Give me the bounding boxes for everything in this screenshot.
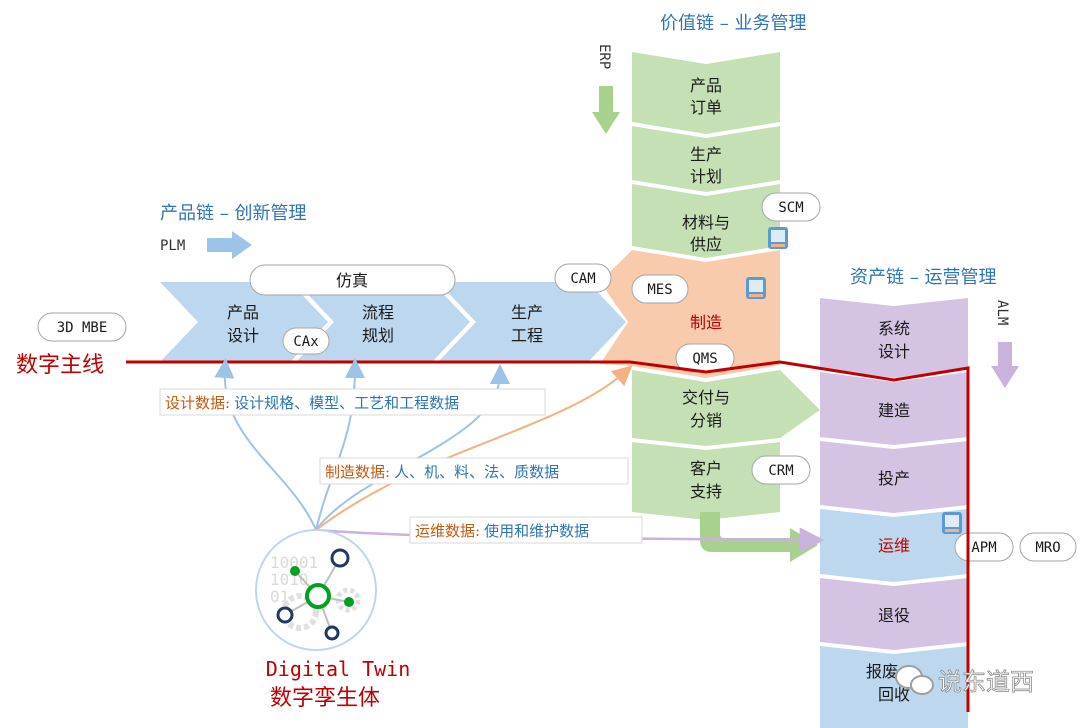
wechat-icon (895, 665, 934, 695)
operation-data-prefix: 运维数据: (415, 522, 480, 540)
digital-twin-en: Digital Twin (266, 657, 411, 681)
production-engineering-l2: 工程 (511, 326, 543, 345)
erp-label: ERP (596, 44, 612, 69)
asset-operate-label: 运维 (878, 536, 910, 555)
digital-thread-label: 数字主线 (16, 353, 104, 378)
operation-data-box (409, 516, 643, 544)
design-data-box (159, 388, 546, 416)
scm-app-icon (768, 227, 788, 249)
manufacture-data-box (319, 457, 629, 485)
mes-app-icon (746, 277, 766, 299)
asset-system-design (820, 298, 968, 378)
plm-label: PLM (160, 238, 185, 254)
asset-build-label: 建造 (878, 401, 910, 420)
process-planning-l1: 流程 (362, 303, 394, 322)
scm-label: SCM (778, 200, 803, 216)
process-planning (296, 282, 470, 362)
digital-twin-zh: 数字孪生体 (270, 686, 380, 711)
cam-pill (554, 263, 612, 293)
product-chain-title: 产品链 – 创新管理 (160, 203, 306, 224)
simulation-pill (249, 264, 456, 296)
value-chain-title: 价值链 – 业务管理 (660, 13, 806, 34)
manufacture-data-note: 制造数据:人、机、料、法、质数据 (325, 463, 559, 481)
operation-data-note: 运维数据:使用和维护数据 (415, 522, 589, 540)
plm-right-arrow (207, 231, 252, 259)
value-support-l1: 客户 (690, 459, 722, 478)
cam-label: CAM (570, 271, 595, 287)
value-supply (632, 184, 780, 258)
qms-label: QMS (692, 351, 717, 367)
value-delivery-l1: 交付与 (682, 388, 730, 407)
asset-recycle-l2: 回收 (878, 685, 910, 704)
design-data-prefix: 设计数据: (165, 394, 230, 412)
mbe-label: 3D MBE (57, 320, 108, 336)
alm-label: ALM (994, 300, 1010, 325)
value-plan-l1: 生产 (690, 145, 722, 164)
scm-pill (761, 192, 821, 222)
asset-recycle-l1: 报废 (866, 662, 898, 681)
design-data-text: 设计规格、模型、工艺和工程数据 (234, 394, 459, 412)
asset-commission-label: 投产 (878, 469, 910, 488)
value-support-l2: 支持 (690, 482, 722, 501)
simulation-label: 仿真 (336, 271, 368, 290)
value-supply-l1: 材料与 (682, 213, 730, 232)
watermark-text: 说东道西 (938, 668, 1034, 696)
manufacture-data-flow (315, 365, 633, 531)
production-engineering-l1: 生产 (511, 303, 543, 322)
digital-thread-line (126, 360, 970, 712)
asset-operate (820, 509, 968, 582)
twin-binary-1: 10001 (270, 553, 318, 572)
value-support (632, 442, 780, 520)
erp-down-arrow (592, 86, 620, 134)
value-delivery (632, 370, 820, 446)
alm-down-arrow (991, 342, 1019, 388)
digital-twin-emblem: 10001 1010 01 (255, 529, 377, 651)
crm-label: CRM (768, 463, 793, 479)
product-design-l2: 设计 (227, 326, 259, 345)
mes-label: MES (647, 282, 672, 298)
value-order-l2: 订单 (690, 98, 722, 117)
manufacture-data-prefix: 制造数据: (325, 463, 390, 481)
value-order-l1: 产品 (690, 76, 722, 95)
crm-pill (751, 455, 811, 485)
value-plan (632, 126, 780, 192)
product-design-l1: 产品 (227, 303, 259, 322)
mbe-pill (37, 312, 127, 342)
asset-retire-label: 退役 (878, 606, 910, 625)
apm-label: APM (971, 540, 996, 556)
production-engineering (438, 282, 626, 362)
asset-system-design-l2: 设计 (878, 342, 910, 361)
asset-build (820, 372, 968, 445)
cax-label: CAx (293, 334, 318, 350)
operation-data-text: 使用和维护数据 (484, 522, 589, 540)
apm-app-icon (942, 512, 962, 534)
process-planning-l2: 规划 (362, 326, 394, 345)
value-plan-l2: 计划 (690, 167, 722, 186)
asset-chain-title: 资产链 – 运营管理 (850, 267, 996, 288)
asset-recycle (820, 646, 968, 728)
value-delivery-l2: 分销 (690, 411, 722, 430)
asset-system-design-l1: 系统 (878, 319, 910, 338)
value-manufacture-label: 制造 (690, 313, 722, 332)
support-to-operate-arrow (700, 512, 818, 562)
manufacture-data-text: 人、机、料、法、质数据 (394, 463, 559, 481)
asset-commission (820, 441, 968, 513)
mes-pill (631, 274, 689, 304)
cax-pill (282, 327, 330, 355)
value-supply-l2: 供应 (690, 235, 722, 254)
value-order (632, 52, 780, 134)
mro-pill (1019, 532, 1077, 562)
mro-label: MRO (1035, 540, 1060, 556)
asset-retire (820, 578, 968, 650)
design-data-note: 设计数据:设计规格、模型、工艺和工程数据 (165, 394, 459, 412)
